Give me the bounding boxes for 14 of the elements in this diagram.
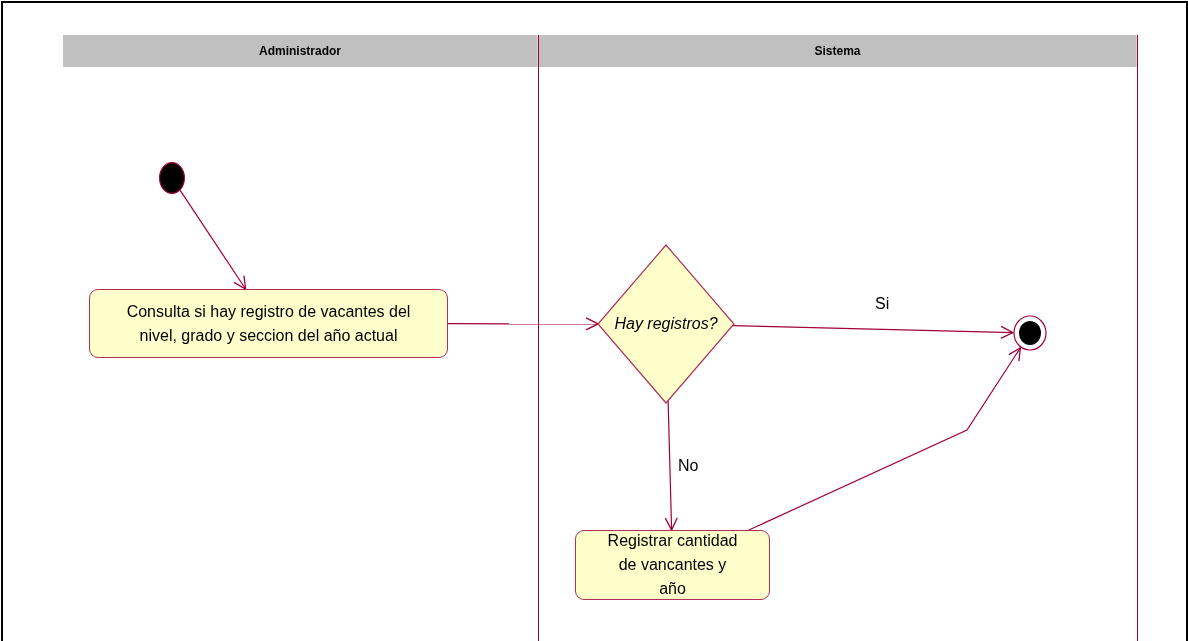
final-node — [1013, 315, 1047, 351]
activity-box: Registrar cantidad de vancantes y año — [575, 530, 770, 600]
swimlane — [63, 35, 539, 641]
lane-header: Sistema — [539, 35, 1137, 67]
activity-box: Consulta si hay registro de vacantes del nivel, grado y seccion del año actual — [89, 289, 448, 358]
decision-diamond: Hay registros? — [598, 245, 734, 403]
arrow — [664, 400, 678, 531]
swimlane — [539, 35, 1138, 641]
arrow — [732, 325, 1014, 339]
lane-header: Administrador — [63, 35, 538, 67]
arrow — [179, 189, 247, 290]
arrow — [748, 347, 1022, 531]
arrow — [447, 317, 599, 331]
initial-node — [159, 162, 185, 194]
